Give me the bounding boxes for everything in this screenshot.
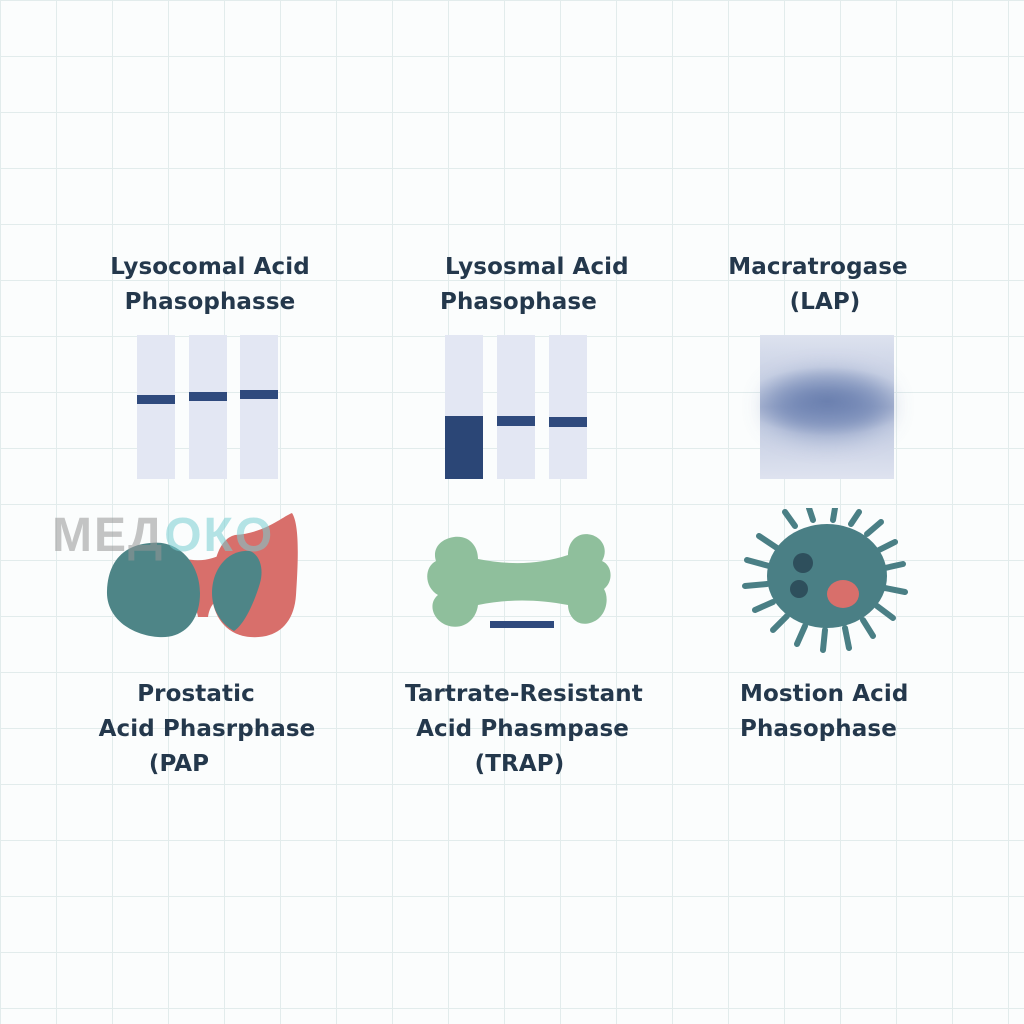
bone-icon <box>427 534 611 628</box>
prostate-left-lobe <box>106 542 200 638</box>
gel2-band-1 <box>445 416 483 479</box>
mostion-label-line1: Mostion Acid <box>740 681 909 707</box>
prostatic-label-line2: Acid Phasrphase <box>98 716 316 742</box>
mostion-label: Mostion Acid Phasophase <box>740 677 940 747</box>
lysosomal-title-2: Lysosmal Acid Phasophase <box>440 250 660 320</box>
cell-body <box>767 524 887 628</box>
prostatic-label: Prostatic Acid Phasrphase (PAP <box>97 677 317 782</box>
watermark-part-1: МЕД <box>52 509 165 562</box>
gel2-lane-2 <box>497 335 535 479</box>
trap-label-line3: (TRAP) <box>474 751 565 777</box>
gel1-lane-1 <box>137 335 175 479</box>
watermark-part-2: ОКО <box>164 509 275 562</box>
macro-title-line2: (LAP) <box>789 289 861 315</box>
gel1-band-1 <box>137 395 175 404</box>
gel2-band-3 <box>549 417 587 427</box>
prostate-right-overlap <box>212 550 262 631</box>
lysosomal-title-1-line1: Lysocomal Acid <box>110 254 310 280</box>
cell-spikes <box>742 508 908 653</box>
watermark-logo: МЕДОКО <box>52 508 274 563</box>
lysosomal-title-2-line1: Lysosmal Acid <box>445 254 629 280</box>
mostion-label-line2: Phasophase <box>740 716 897 742</box>
macro-smear-band <box>770 378 886 434</box>
gel1-lane-3 <box>240 335 278 479</box>
gel2-lane-3 <box>549 335 587 479</box>
gel1-lane-2 <box>189 335 227 479</box>
prostate-icon <box>106 513 298 638</box>
cell-vacuole <box>827 580 859 608</box>
lysosomal-title-1-line2: Phasophasse <box>124 289 296 315</box>
lysosomal-title-2-line2: Phasophase <box>440 289 597 315</box>
gel1-band-3 <box>240 390 278 399</box>
lysosomal-title-1: Lysocomal Acid Phasophasse <box>100 250 320 320</box>
gel2-band-2 <box>497 416 535 426</box>
cell-nucleus-2 <box>790 580 808 598</box>
macro-title-line1: Macratrogase <box>728 254 908 280</box>
trap-label-line2: Acid Phasmpase <box>416 716 629 742</box>
bone-marker-band <box>490 621 554 628</box>
gel1-band-2 <box>189 392 227 401</box>
trap-label: Tartrate-Resistant Acid Phasmpase (TRAP) <box>405 677 643 782</box>
prostatic-label-line1: Prostatic <box>137 681 255 707</box>
cell-nucleus-1 <box>793 553 813 573</box>
bone-shape <box>427 534 611 627</box>
trap-label-line1: Tartrate-Resistant <box>405 681 643 707</box>
prostatic-label-line3: (PAP <box>148 751 210 777</box>
cell-icon <box>742 508 908 653</box>
macro-title: Macratrogase (LAP) <box>715 250 935 320</box>
